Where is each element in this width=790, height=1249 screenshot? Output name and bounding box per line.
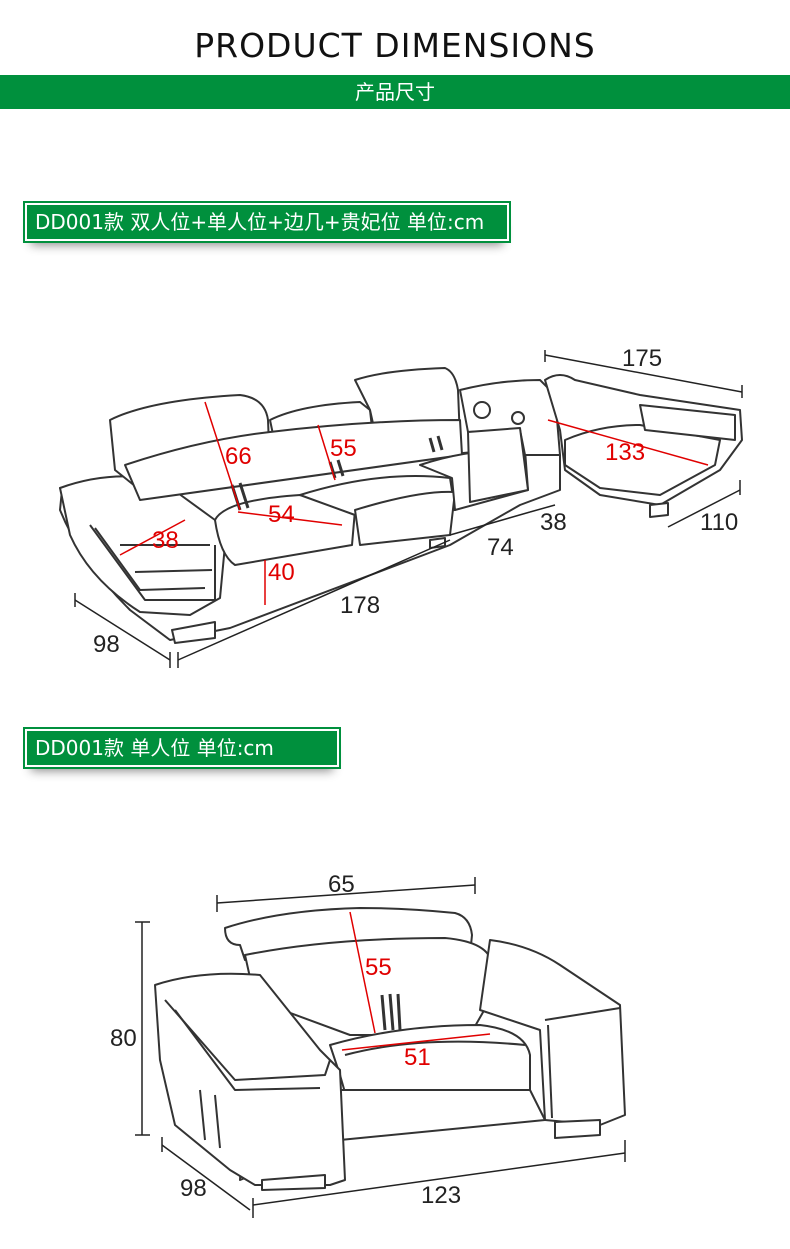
sectional-dimension-labels: 175 66 55 133 54 38 38 110 74 40 178 98 [93, 345, 738, 658]
dim-side-table-width: 38 [540, 509, 567, 536]
dim-armchair-back-width: 65 [328, 871, 355, 898]
dim-seat-depth: 54 [268, 501, 295, 528]
section-label-armchair: DD001款 单人位 单位:cm [23, 727, 341, 769]
dim-loveseat-length: 178 [340, 592, 380, 619]
sectional-seat-dimension-lines [119, 401, 709, 605]
dim-single-seat-width: 74 [487, 534, 514, 561]
sectional-outline-dimension-lines [74, 350, 743, 668]
sectional-sofa-drawing [59, 367, 743, 644]
dim-chaise-width: 110 [700, 509, 738, 536]
armchair-drawing [154, 907, 626, 1191]
dim-armchair-depth: 98 [180, 1175, 207, 1202]
dim-sofa-depth: 98 [93, 631, 120, 658]
dim-armchair-width: 123 [421, 1182, 461, 1209]
dim-chaise-seat-length: 133 [605, 439, 645, 466]
dim-back-cushion-height: 55 [330, 435, 357, 462]
armchair-seat-dimension-lines [341, 911, 491, 1051]
armchair-dimension-labels: 65 55 80 51 98 123 [110, 871, 461, 1209]
dim-armchair-seat-width: 51 [404, 1044, 431, 1071]
page-subtitle-band: 产品尺寸 [0, 75, 790, 109]
dim-chaise-length: 175 [622, 345, 662, 372]
dim-seat-height: 40 [268, 559, 295, 586]
dim-armchair-back-height: 55 [365, 954, 392, 981]
dim-backrest-height: 66 [225, 443, 252, 470]
page-title: PRODUCT DIMENSIONS [194, 26, 596, 65]
armchair-outline-dimension-lines [135, 877, 626, 1218]
dim-armchair-height: 80 [110, 1025, 137, 1052]
dim-arm-width: 38 [152, 527, 179, 554]
section-label-sectional: DD001款 双人位+单人位+边几+贵妃位 单位:cm [23, 201, 511, 243]
